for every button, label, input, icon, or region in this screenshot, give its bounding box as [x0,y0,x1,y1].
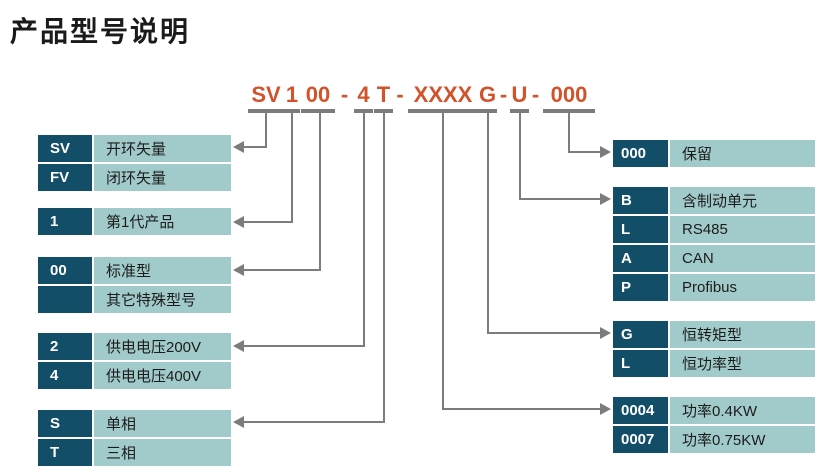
model-label-cell: 保留 [670,140,815,167]
model-label-cell: 开环矢量 [94,135,231,162]
model-code-segment: T [374,84,393,113]
model-label-cell: 恒转矩型 [670,321,815,348]
model-code-cell: L [613,350,668,377]
model-code-segment: 000 [543,84,595,113]
model-code-cell: S [38,410,92,437]
model-code-segment: 4 [354,84,373,113]
model-label-cell: 单相 [94,410,231,437]
model-label-cell: 第1代产品 [94,208,231,235]
arrow-right-xxxx [600,403,611,415]
model-code-cell: 00 [38,257,92,284]
model-label-cell: 供电电压400V [94,362,231,389]
connector-g [487,113,600,334]
connector-xxxx [442,113,600,410]
model-code-segment: SV [248,84,284,113]
connector-4 [244,113,365,347]
model-label-cell: 功率0.4KW [670,397,815,424]
model-code-cell: L [613,216,668,243]
model-code-cell: P [613,274,668,301]
model-code-dash: - [531,82,540,107]
arrow-right-u [600,193,611,205]
model-code-cell [38,286,92,313]
connector-sv [244,113,267,148]
model-code-dash: - [396,82,404,107]
arrow-left-4 [233,340,244,352]
model-label-cell: CAN [670,245,815,272]
model-code-cell: G [613,321,668,348]
model-code-segment: U [510,84,529,113]
page-title: 产品型号说明 [10,16,191,47]
model-code-segment: 00 [301,84,335,113]
model-label-cell: 供电电压200V [94,333,231,360]
model-code-segment: XXXX [408,84,478,113]
model-code-segment: G [478,84,497,113]
model-label-cell: 恒功率型 [670,350,815,377]
model-code-cell: B [613,187,668,214]
model-code-dash: - [340,82,349,107]
model-label-cell: 三相 [94,439,231,466]
arrow-right-000 [600,146,611,158]
model-label-cell: 含制动单元 [670,187,815,214]
model-label-cell: RS485 [670,216,815,243]
model-label-cell: 标准型 [94,257,231,284]
model-label-cell: 闭环矢量 [94,164,231,191]
connector-t [244,113,385,423]
arrow-left-1 [233,216,244,228]
model-code-cell: 1 [38,208,92,235]
connector-00 [244,113,321,271]
arrow-left-00 [233,264,244,276]
model-code-dash: - [499,82,508,107]
model-code-cell: 4 [38,362,92,389]
table-row: 其它特殊型号 [38,286,231,313]
connector-1 [244,113,293,223]
model-code-cell: T [38,439,92,466]
model-label-cell: 其它特殊型号 [94,286,231,313]
connector-000 [568,113,600,153]
model-code-cell: 2 [38,333,92,360]
model-label-cell: 功率0.75KW [670,426,815,453]
connector-u [519,113,600,200]
model-code-cell: 0007 [613,426,668,453]
model-code-cell: 0004 [613,397,668,424]
model-code-segment: 1 [284,84,300,113]
model-code-cell: A [613,245,668,272]
arrow-left-t [233,416,244,428]
model-code-cell: SV [38,135,92,162]
model-code-cell: FV [38,164,92,191]
arrow-right-g [600,327,611,339]
model-label-cell: Profibus [670,274,815,301]
model-code-cell: 000 [613,140,668,167]
arrow-left-sv [233,141,244,153]
